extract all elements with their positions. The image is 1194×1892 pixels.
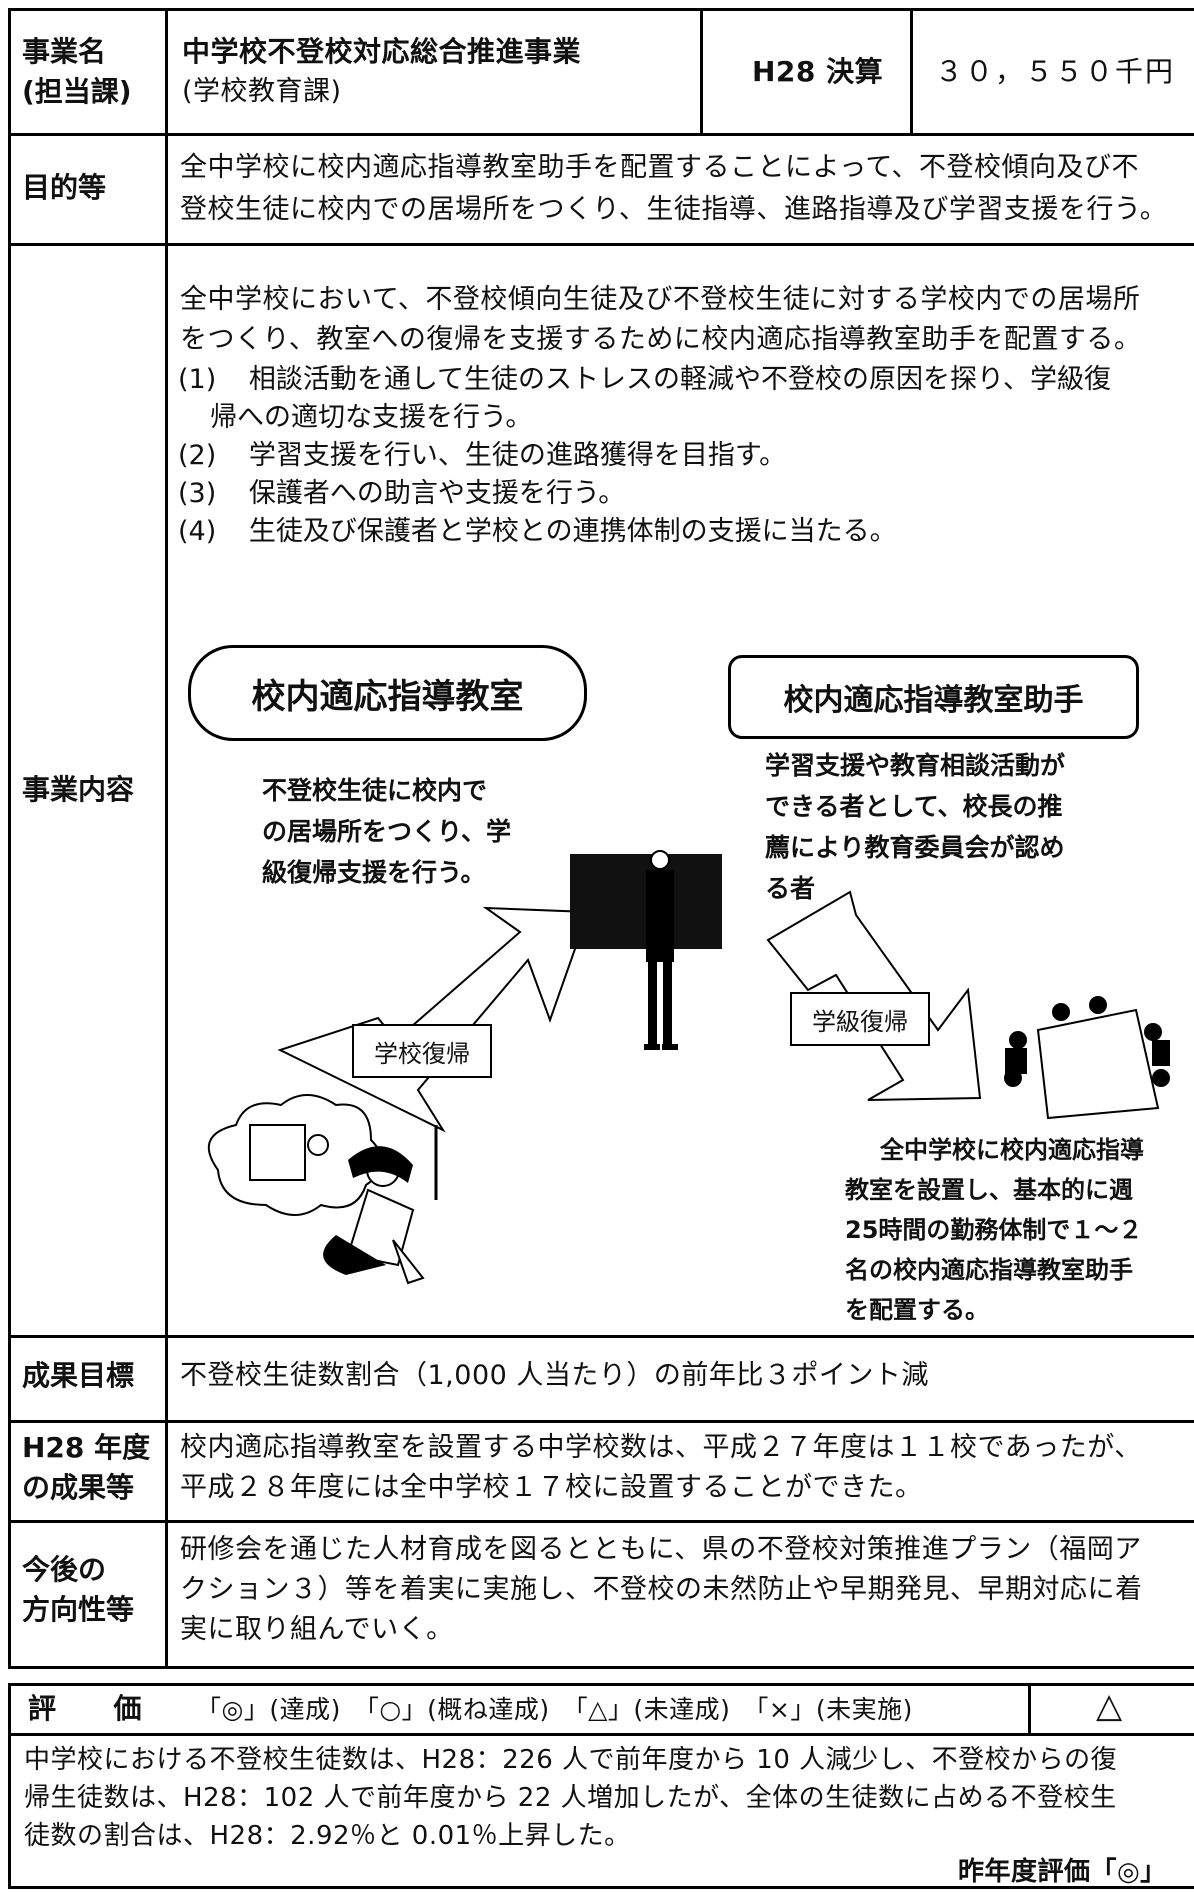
list-item: (4) 生徒及び保護者と学校との連携体制の支援に当たる。 [178, 512, 897, 552]
row-divider [8, 243, 1194, 246]
room-description: 不登校生徒に校内で の居場所をつくり、学 級復帰支援を行う。 [262, 770, 511, 893]
result-line: 校内適応指導教室を設置する中学校数は、平成２７年度は１１校であったが、 [180, 1432, 1142, 1463]
school-return-label: 学校復帰 [352, 1024, 492, 1078]
room-title-bubble: 校内適応指導教室 [188, 645, 587, 741]
direction-line: クション３）等を着実に実施し、不登校の未然防止や早期発見、早期対応に着 [180, 1574, 1143, 1605]
table-border-top [8, 8, 1194, 11]
evaluation-line: 帰生徒数は、H28：102 人で前年度から 22 人増加したが、全体の生徒数に占… [24, 1783, 1117, 1813]
result-label: H28 年度 の成果等 [22, 1428, 162, 1508]
content-intro-line: をつくり、教室への復帰を支援するために校内適応指導教室助手を配置する。 [180, 324, 1142, 355]
evaluation-divider [8, 1733, 1194, 1736]
evaluation-label: 評 価 [28, 1692, 143, 1725]
list-item-number: (2) [178, 440, 217, 471]
list-item-text: 生徒及び保護者と学校との連携体制の支援に当たる。 [248, 516, 897, 547]
room-title: 校内適応指導教室 [251, 676, 524, 717]
department-name: (学校教育課) [182, 76, 342, 107]
goal-label: 成果目標 [22, 1359, 135, 1392]
budget-label: H28 決算 [752, 55, 884, 88]
assistant-desc-line: 学習支援や教育相談活動が [765, 751, 1066, 780]
list-item-text: 相談活動を通して生徒のストレスの軽減や不登校の原因を探り、学級復 [248, 364, 1111, 395]
room-desc-line: 不登校生徒に校内で [262, 776, 488, 805]
row-divider [8, 1335, 1194, 1338]
result-line: 平成２８年度には全中学校１７校に設置することができた。 [180, 1472, 923, 1503]
direction-line: 研修会を通じた人材育成を図るとともに、県の不登校対策推進プラン（福岡ア [180, 1534, 1142, 1565]
row-divider [8, 133, 1194, 136]
dept-label: (担当課) [22, 75, 132, 108]
list-item-continuation: 帰への適切な支援を行う。 [210, 402, 533, 433]
project-name-label: 事業名 (担当課) [22, 32, 162, 112]
goal-text: 不登校生徒数割合（1,000 人当たり）の前年比３ポイント減 [180, 1360, 929, 1391]
content-intro-line: 全中学校において、不登校傾向生徒及び不登校生徒に対する学校内での居場所 [180, 284, 1141, 315]
assistant-description: 学習支援や教育相談活動が できる者として、校長の推 薦により教育委員会が認め る… [765, 745, 1065, 909]
table-border-left [8, 8, 11, 1668]
bottom-desc-line: 25時間の勤務体制で１～２ [845, 1216, 1143, 1244]
students-illustration [1004, 996, 1170, 1120]
bottom-desc-line: を配置する。 [845, 1296, 989, 1324]
class-return-text: 学級復帰 [812, 1007, 908, 1036]
evaluation-box [8, 1683, 1194, 1889]
bottom-desc-line: 全中学校に校内適応指導 [880, 1136, 1144, 1164]
row-divider [8, 1520, 1194, 1523]
evaluation-line: 中学校における不登校生徒数は、H28：226 人で前年度から 10 人減少し、不… [24, 1745, 1118, 1775]
project-name: 中学校不登校対応総合推進事業 [182, 35, 582, 68]
assistant-title: 校内適応指導教室助手 [783, 683, 1084, 718]
room-desc-line: 級復帰支援を行う。 [262, 858, 486, 887]
evaluation-line: 徒数の割合は、H28：2.92％と 0.01％上昇した。 [24, 1821, 631, 1851]
label-column-divider [165, 8, 168, 1668]
purpose-line: 登校生徒に校内での居場所をつくり、生徒指導、進路指導及び学習支援を行う。 [180, 194, 1168, 225]
previous-evaluation: 昨年度評価「◎」 [958, 1857, 1167, 1887]
purpose-label: 目的等 [22, 171, 107, 204]
result-label-line: の成果等 [22, 1471, 135, 1504]
class-return-label: 学級復帰 [790, 992, 930, 1046]
purpose-line: 全中学校に校内適応指導教室助手を配置することによって、不登校傾向及び不 [180, 152, 1139, 183]
list-item-number: (3) [178, 478, 217, 509]
bottom-desc-line: 名の校内適応指導教室助手 [845, 1256, 1133, 1284]
room-desc-line: の居場所をつくり、学 [262, 817, 512, 846]
header-divider-1 [700, 8, 703, 133]
table-border-bottom [8, 1666, 1194, 1669]
list-item: (1) 相談活動を通して生徒のストレスの軽減や不登校の原因を探り、学級復 [178, 360, 1111, 400]
assistant-desc-line: できる者として、校長の推 [765, 792, 1063, 821]
direction-label: 今後の 方向性等 [22, 1550, 162, 1630]
result-label-line: H28 年度 [22, 1431, 151, 1464]
list-item-number: (1) [178, 364, 217, 395]
school-return-text: 学校復帰 [374, 1039, 470, 1068]
name-label: 事業名 [22, 35, 107, 68]
list-item: (2) 学習支援を行い、生徒の進路獲得を目指す。 [178, 436, 786, 476]
list-item: (3) 保護者への助言や支援を行う。 [178, 474, 625, 514]
direction-line: 実に取り組んでいく。 [180, 1614, 454, 1645]
school-return-arrow [277, 906, 590, 1133]
bottom-desc-line: 教室を設置し、基本的に週 [845, 1176, 1133, 1204]
list-item-number: (4) [178, 516, 217, 547]
bottom-description: 全中学校に校内適応指導 教室を設置し、基本的に週 25時間の勤務体制で１～２ 名… [845, 1130, 1144, 1330]
teacher-illustration [570, 850, 722, 1050]
evaluation-legend: 「◎」(達成) 「○」(概ね達成) 「△」(未達成) 「×」(未実施) [196, 1695, 913, 1724]
direction-label-line: 方向性等 [22, 1593, 135, 1626]
evaluation-mark: △ [1096, 1686, 1123, 1726]
budget-value: ３０，５５０千円 [935, 55, 1176, 88]
list-item-text: 保護者への助言や支援を行う。 [248, 478, 626, 509]
content-label: 事業内容 [22, 773, 135, 806]
header-divider-2 [910, 8, 913, 133]
assistant-title-box: 校内適応指導教室助手 [728, 655, 1139, 739]
evaluation-mark-divider [1028, 1683, 1031, 1735]
list-item-text: 学習支援を行い、生徒の進路獲得を目指す。 [248, 440, 787, 471]
student-thinking-illustration [207, 1094, 438, 1285]
direction-label-line: 今後の [22, 1553, 107, 1586]
assistant-desc-line: る者 [765, 874, 816, 903]
assistant-desc-line: 薦により教育委員会が認め [765, 833, 1065, 862]
row-divider [8, 1420, 1194, 1423]
